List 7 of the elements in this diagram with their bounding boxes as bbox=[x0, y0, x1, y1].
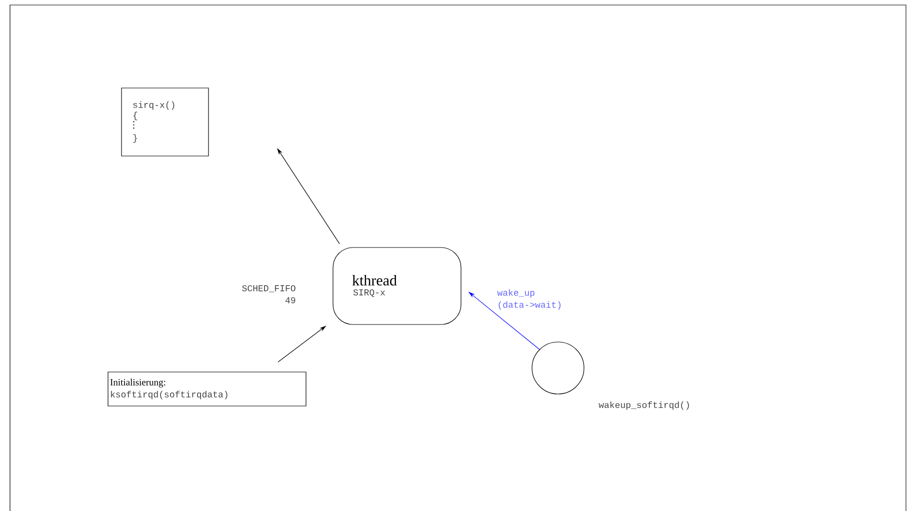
thread-box: kthread SIRQ-x bbox=[332, 247, 462, 325]
edge-label: wake_up (data->wait) bbox=[497, 289, 560, 310]
code-box: sirq-x() { } bbox=[121, 88, 209, 156]
priority-label: SCHED_FIFO 49 bbox=[242, 285, 296, 304]
circle-node bbox=[532, 342, 584, 394]
init-box: Initialisierung: ksoftirqd(softirqdata) bbox=[108, 372, 306, 406]
node-caption: wakeup_softirqd() bbox=[598, 401, 689, 410]
